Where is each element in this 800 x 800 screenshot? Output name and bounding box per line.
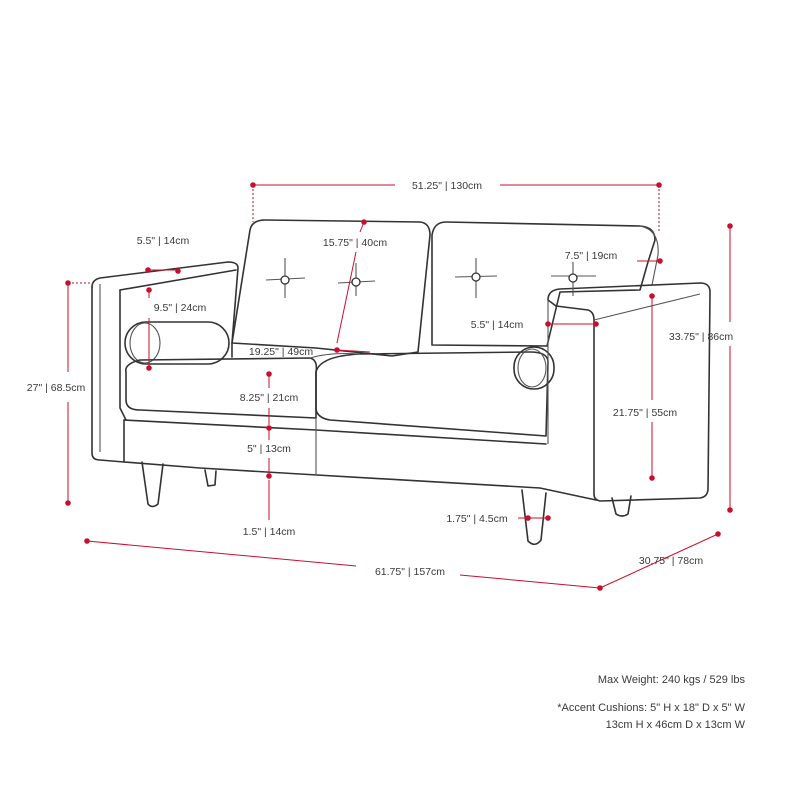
label-total-height: 27" | 68.5cm [27,382,86,394]
sofa-base [123,419,597,501]
label-total-depth: 30.75" | 78cm [639,555,703,567]
left-arm [91,261,239,358]
label-leg-front: 1.5" | 14cm [243,526,296,538]
max-weight-note: Max Weight: 240 kgs / 529 lbs [597,674,745,686]
back-cushion-left [231,219,431,357]
leg-back-left [204,469,217,487]
left-accent-cushion [124,321,230,365]
seat-cushion-right [315,351,549,437]
accent-cushion-note-line2: 13cm H x 46cm D x 13cm W [605,719,745,731]
dimension-lines [65,182,733,591]
label-back-width: 51.25" | 130cm [412,180,482,192]
back-cushion-right [431,221,656,347]
label-back-overhang: 7.5" | 19cm [565,250,618,262]
sofa-drawing [91,219,711,546]
right-arm [547,282,711,502]
tufting-buttons [265,258,596,298]
label-cushion-thickness: 8.25" | 21cm [240,392,299,404]
leg-front-left [141,461,164,508]
label-leg-back: 1.75" | 4.5cm [446,513,508,525]
label-arm-width: 5.5" | 14cm [471,319,524,331]
label-arm-height: 21.75" | 55cm [613,407,677,419]
label-arm-top: 5.5" | 14cm [137,235,190,247]
label-base-height: 5" | 13cm [247,443,291,455]
seat-cushion-left [124,357,318,419]
label-total-width: 61.75" | 157cm [375,566,445,578]
label-seat-depth: 19.25" | 49cm [249,346,313,358]
leg-front-right [521,489,547,546]
dimension-labels: 51.25" | 130cm 5.5" | 14cm 15.75" | 40cm… [27,180,734,578]
leg-back-right [611,495,632,517]
accent-cushion-note-line1: *Accent Cushions: 5" H x 18" D x 5" W [557,702,745,714]
label-overall-height-right: 33.75" | 86cm [669,331,733,343]
label-arm-inner-height: 9.5" | 24cm [154,302,207,314]
label-back-height: 15.75" | 40cm [323,237,387,249]
right-accent-cushion [513,346,555,390]
